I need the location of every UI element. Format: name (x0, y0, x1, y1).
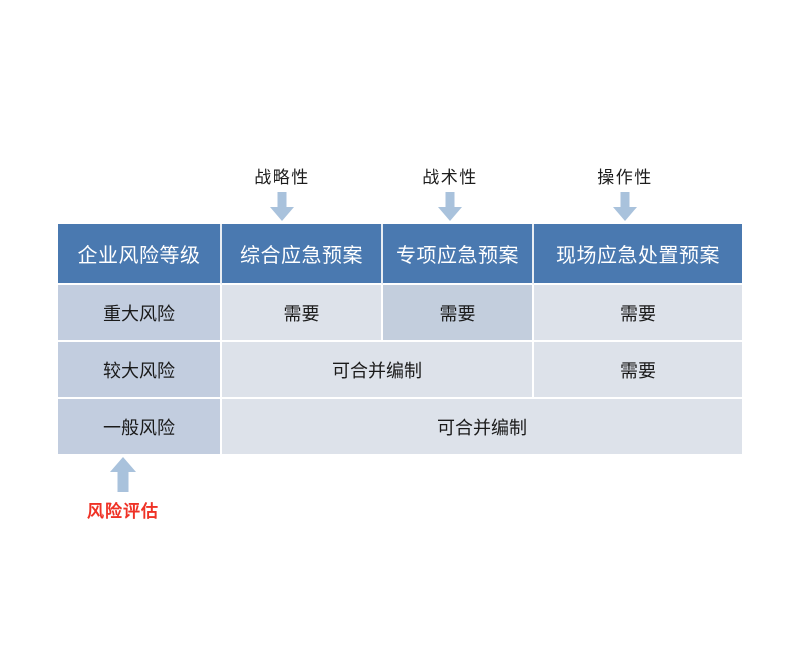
annotation-label-tactical: 战术性 (422, 168, 478, 188)
cell-major-special: 需要 (383, 285, 534, 342)
annotation-label-risk-assessment: 风险评估 (87, 502, 159, 522)
cell-general-merged-plan: 可合并编制 (222, 399, 742, 454)
cell-major-onsite: 需要 (534, 285, 742, 342)
row-label-general-risk: 一般风险 (58, 399, 222, 454)
table-row: 重大风险 需要 需要 需要 (58, 285, 742, 342)
row-label-large-risk: 较大风险 (58, 342, 222, 399)
column-header-onsite-plan: 现场应急处置预案 (534, 224, 742, 285)
row-label-major-risk: 重大风险 (58, 285, 222, 342)
arrow-down-icon (437, 192, 463, 222)
arrow-down-icon (269, 192, 295, 222)
table-row: 一般风险 可合并编制 (58, 399, 742, 454)
cell-large-onsite: 需要 (534, 342, 742, 399)
arrow-down-icon (612, 192, 638, 222)
cell-major-comprehensive: 需要 (222, 285, 383, 342)
arrow-up-icon (109, 457, 137, 493)
column-header-special-plan: 专项应急预案 (383, 224, 534, 285)
column-header-comprehensive-plan: 综合应急预案 (222, 224, 383, 285)
annotation-label-strategic: 战略性 (254, 168, 310, 188)
table-row: 较大风险 可合并编制 需要 (58, 342, 742, 399)
risk-plan-matrix-table: 企业风险等级 综合应急预案 专项应急预案 现场应急处置预案 重大风险 需要 需要… (58, 224, 742, 454)
column-header-risk-level: 企业风险等级 (58, 224, 222, 285)
cell-large-merged-plan: 可合并编制 (222, 342, 534, 399)
table-header-row: 企业风险等级 综合应急预案 专项应急预案 现场应急处置预案 (58, 224, 742, 285)
annotation-label-operational: 操作性 (597, 168, 653, 188)
